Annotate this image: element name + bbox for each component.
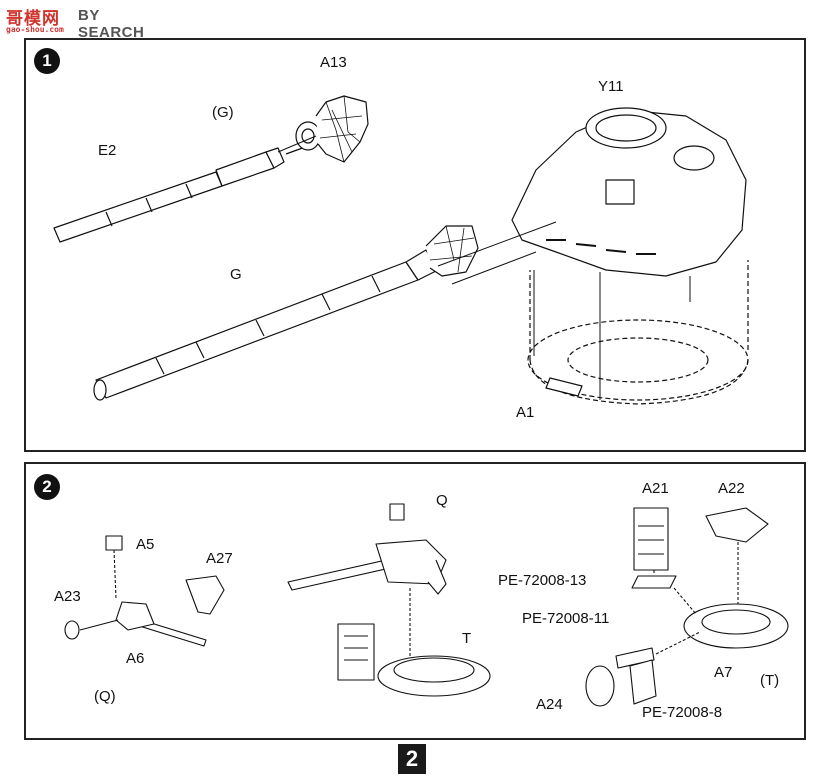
watermark-url: gao-shou.com	[6, 25, 64, 34]
label-pe-72008-8: PE-72008-8	[642, 704, 723, 721]
step-1-number: 1	[34, 48, 60, 74]
label-y11: Y11	[598, 78, 624, 95]
assembly-arrows	[277, 135, 691, 400]
label-a22: A22	[718, 480, 745, 497]
barrel-e2-drawing	[53, 145, 309, 243]
watermark-en-text: BY SEARCH	[78, 7, 145, 41]
label-a21: A21	[642, 480, 669, 497]
machine-gun-q-drawing	[64, 535, 225, 647]
step-1-panel: 1 A13 (G) Y11 E2 G A1	[24, 38, 806, 452]
label-a24: A24	[536, 696, 563, 713]
step-1-drawing	[53, 95, 749, 405]
watermark-cn-text: 哥模网	[6, 9, 60, 29]
label-t: T	[462, 630, 472, 647]
label-a7: A7	[714, 664, 733, 681]
page-number: 2	[398, 744, 426, 774]
step-2-panel: 2 A5 A27 A23 A6 (Q) Q T A21 A22 PE-72008…	[24, 462, 806, 740]
label-pe-72008-13: PE-72008-13	[498, 572, 587, 589]
label-g-paren: (G)	[212, 104, 234, 121]
turret-y11-drawing	[511, 107, 747, 277]
label-a5: A5	[136, 536, 155, 553]
label-t-paren: (T)	[760, 672, 780, 689]
label-g: G	[230, 266, 242, 283]
hull-ring-a1-drawing	[527, 260, 749, 405]
label-pe-72008-11: PE-72008-11	[522, 610, 610, 627]
step-2-drawing	[64, 503, 789, 707]
label-q-paren: (Q)	[94, 688, 116, 705]
label-a1: A1	[516, 404, 535, 421]
turret-ring-t-drawing	[287, 503, 491, 697]
label-a23: A23	[54, 588, 81, 605]
label-a6: A6	[126, 650, 145, 667]
watermark-logo: 哥模网 BY SEARCH gao-shou.com	[6, 4, 166, 41]
label-e2: E2	[98, 142, 117, 159]
turret-ring-t-detail-drawing	[585, 507, 789, 707]
label-a13: A13	[320, 54, 347, 71]
barrel-g-drawing	[93, 225, 479, 401]
mantlet-a13-drawing	[295, 95, 369, 163]
label-q: Q	[436, 492, 448, 509]
label-a27: A27	[206, 550, 233, 567]
step-2-number: 2	[34, 474, 60, 500]
